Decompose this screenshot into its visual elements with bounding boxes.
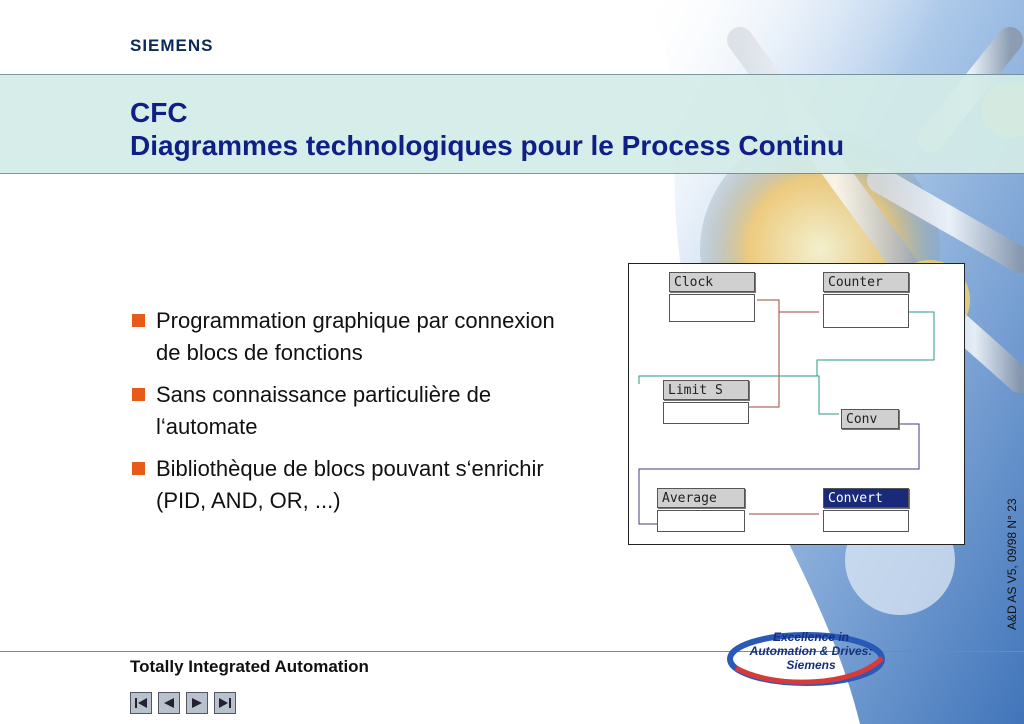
block-counter[interactable]: Counter — [823, 272, 909, 292]
previous-page-icon — [164, 698, 174, 708]
bullet-list: Programmation graphique par connexion de… — [130, 305, 570, 527]
title-band — [0, 74, 1024, 174]
excellence-badge-icon — [727, 632, 885, 686]
bullet-square-icon — [132, 314, 145, 327]
block-counter-pins — [823, 294, 909, 328]
slide-reference: A&D AS V5, 09/98 N° 23 — [1005, 498, 1019, 630]
block-limit-s[interactable]: Limit S — [663, 380, 749, 400]
connection-line — [749, 312, 780, 408]
badge-line-1: Excellence in — [772, 630, 850, 644]
badge-line-2: Automation & Drives: — [749, 644, 873, 658]
bullet-text: Sans connaissance particulière de l‘auto… — [156, 382, 492, 439]
first-page-icon — [135, 698, 147, 708]
next-page-icon — [192, 698, 202, 708]
block-average-pins — [657, 510, 745, 532]
page-title: CFC Diagrammes technologiques pour le Pr… — [130, 96, 844, 162]
title-line-1: CFC — [130, 97, 188, 128]
last-page-icon — [219, 698, 231, 708]
badge-text: Excellence in Automation & Drives: Sieme… — [746, 630, 876, 672]
block-limit-s-pins — [663, 402, 749, 424]
list-item: Bibliothèque de blocs pouvant s‘enrichir… — [130, 453, 570, 517]
last-page-button[interactable] — [214, 692, 236, 714]
bullet-text: Programmation graphique par connexion de… — [156, 308, 555, 365]
connection-line — [816, 311, 935, 376]
block-conv[interactable]: Conv — [841, 409, 899, 429]
first-page-button[interactable] — [130, 692, 152, 714]
bullet-square-icon — [132, 388, 145, 401]
block-clock-pins — [669, 294, 755, 322]
connection-line — [638, 375, 839, 415]
block-convert[interactable]: Convert — [823, 488, 909, 508]
next-page-button[interactable] — [186, 692, 208, 714]
siemens-logo: SIEMENS — [130, 36, 214, 55]
block-clock[interactable]: Clock — [669, 272, 755, 292]
footer-title: Totally Integrated Automation — [130, 657, 369, 676]
block-average[interactable]: Average — [657, 488, 745, 508]
list-item: Programmation graphique par connexion de… — [130, 305, 570, 369]
footer-divider — [0, 651, 1024, 652]
bullet-text: Bibliothèque de blocs pouvant s‘enrichir… — [156, 456, 544, 513]
connection-line — [757, 299, 819, 313]
badge-line-3: Siemens — [786, 658, 836, 672]
block-convert-pins — [823, 510, 909, 532]
bullet-square-icon — [132, 462, 145, 475]
list-item: Sans connaissance particulière de l‘auto… — [130, 379, 570, 443]
previous-page-button[interactable] — [158, 692, 180, 714]
connection-line — [638, 423, 920, 525]
title-line-2: Diagrammes technologiques pour le Proces… — [130, 130, 845, 161]
cfc-diagram: Clock Counter Limit S Conv Average Conve… — [628, 263, 965, 545]
diagram-connections — [638, 299, 935, 525]
